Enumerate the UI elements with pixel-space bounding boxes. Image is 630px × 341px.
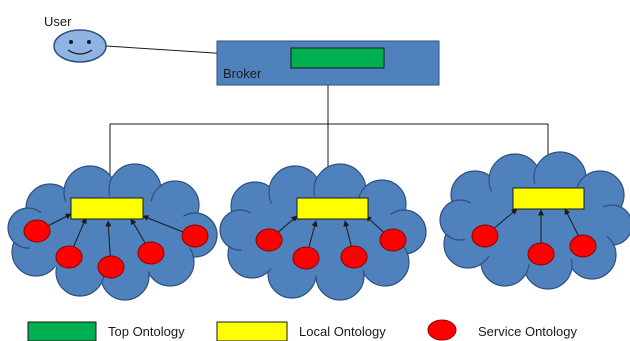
legend: Top Ontology Local Ontology Service Onto… (27, 319, 577, 341)
service-ontology-nodes-1 (23, 219, 209, 279)
legend-local-ontology-swatch (216, 321, 288, 341)
legend-service-ontology-label: Service Ontology (478, 324, 577, 339)
legend-top-ontology-swatch (27, 321, 97, 341)
legend-service-ontology-swatch (427, 319, 457, 341)
local-ontology-box-1 (70, 197, 144, 220)
user-label: User (44, 14, 72, 29)
legend-top-ontology-label: Top Ontology (108, 324, 185, 339)
user-smiley-icon (53, 29, 107, 63)
broker-label: Broker (223, 66, 262, 81)
local-ontology-box-3 (512, 187, 585, 210)
service-ontology-nodes-2 (255, 228, 407, 270)
local-ontology-box-2 (296, 197, 369, 220)
top-ontology-box (290, 47, 385, 69)
service-ontology-nodes-3 (471, 224, 597, 266)
legend-local-ontology-label: Local Ontology (299, 324, 386, 339)
cloud-3 (439, 151, 630, 290)
cluster-1 (7, 163, 218, 301)
cluster-3 (439, 151, 630, 290)
cluster-2 (219, 163, 427, 301)
